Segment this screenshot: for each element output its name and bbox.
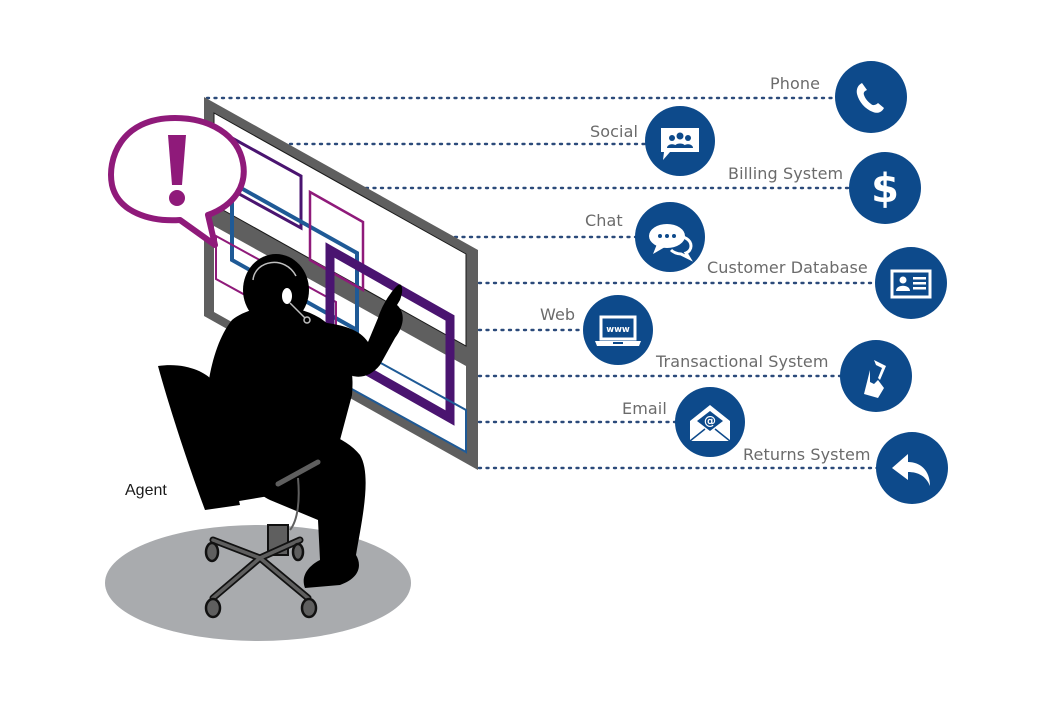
office-chair — [204, 459, 321, 619]
agent-label: Agent — [125, 482, 167, 499]
label-chat: Chat — [585, 211, 623, 230]
social-group-chat-icon — [661, 128, 699, 160]
headset-icon — [252, 261, 311, 324]
node-returns — [876, 432, 948, 504]
node-phone — [835, 61, 907, 133]
envelope-at-icon: @ — [689, 405, 731, 442]
svg-text:$: $ — [871, 166, 899, 212]
label-web: Web — [540, 305, 576, 324]
label-phone: Phone — [770, 74, 821, 93]
node-social — [645, 106, 715, 176]
chat-bubbles-icon — [649, 224, 693, 262]
label-transactional: Transactional System — [656, 352, 829, 371]
exclamation-icon — [168, 135, 186, 185]
laptop-www-icon: www — [595, 315, 641, 346]
dollar-icon: $ — [871, 166, 899, 212]
label-billing: Billing System — [728, 164, 844, 183]
return-arrow-icon — [892, 454, 930, 486]
node-transactional — [840, 340, 912, 412]
node-billing: $ — [849, 152, 921, 224]
phone-icon — [856, 83, 884, 113]
agent-silhouette — [158, 254, 403, 588]
node-chat — [635, 202, 705, 272]
node-email: @ — [675, 387, 745, 457]
hand-card-icon — [864, 360, 886, 398]
label-email: Email — [622, 399, 667, 418]
connector-lines — [205, 96, 880, 470]
node-web: www — [583, 295, 653, 365]
label-social: Social — [590, 122, 639, 141]
label-customer-db: Customer Database — [707, 258, 868, 277]
label-returns: Returns System — [743, 445, 871, 464]
id-card-icon — [890, 269, 932, 299]
svg-text:@: @ — [704, 414, 716, 428]
floor-shadow — [105, 525, 411, 641]
alert-speech-bubble — [108, 115, 247, 248]
node-customer-db — [875, 247, 947, 319]
svg-text:www: www — [606, 325, 630, 335]
